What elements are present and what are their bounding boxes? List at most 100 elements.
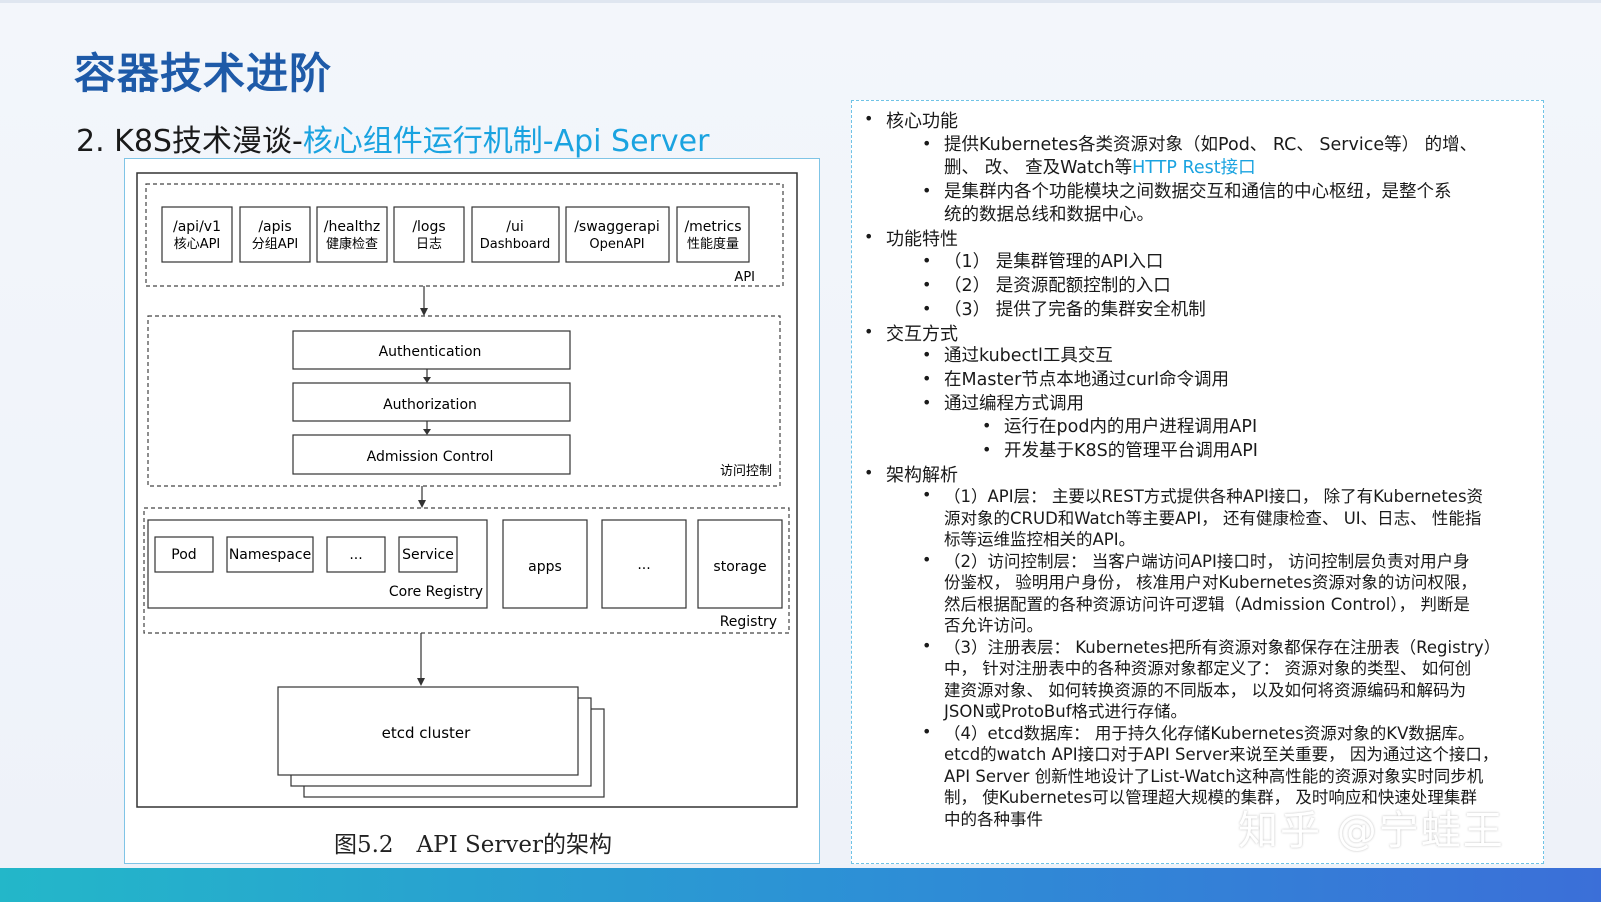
core-box-service-label: Service xyxy=(402,547,454,563)
registry-box-storage: storage xyxy=(697,519,783,609)
core-box-namespace-label: Namespace xyxy=(229,547,311,563)
arch-3-line4: JSON或ProtoBuf格式进行存储。 xyxy=(944,702,1187,721)
admission-control-label: Admission Control xyxy=(367,449,494,465)
architecture-diagram: /api/v1 核心API /apis 分组API /healthz 健康检查 … xyxy=(136,172,798,808)
registry-box-apps-label: apps xyxy=(528,559,562,575)
arch-2-line4: 否允许访问。 xyxy=(944,616,1043,635)
arch-2-line3: 然后根据配置的各种资源访问许可逻辑（Admission Control）， 判断… xyxy=(944,595,1470,614)
arch-4-line3: API Server 创新性地设计了List-Watch这种高性能的资源对象实时… xyxy=(944,767,1484,786)
heading-architecture: 架构解析 xyxy=(886,465,958,486)
bullet: • xyxy=(864,322,874,341)
interaction-3: 通过编程方式调用 xyxy=(944,394,1084,414)
bullet: • xyxy=(922,722,932,741)
subtitle-prefix: 2. K8S技术漫谈- xyxy=(76,124,303,159)
zhihu-watermark: 知乎 @宁蛙王 xyxy=(1238,808,1505,854)
api-box-2: /healthz 健康检查 xyxy=(316,206,388,263)
arch-3-line1: （3）注册表层： Kubernetes把所有资源对象都保存在注册表（Regist… xyxy=(944,638,1501,657)
arch-1-line1: （1）API层： 主要以REST方式提供各种API接口， 除了有Kubernet… xyxy=(944,487,1484,506)
api-box-4-line2: Dashboard xyxy=(480,237,551,252)
bullet: • xyxy=(922,299,932,318)
bullet: • xyxy=(922,275,932,294)
api-box-3-line2: 日志 xyxy=(416,237,442,252)
api-box-1: /apis 分组API xyxy=(239,206,311,263)
bullet: • xyxy=(922,393,932,412)
authorization-box: Authorization xyxy=(292,382,571,422)
cf2-line1: 是集群内各个功能模块之间数据交互和通信的中心枢纽，是整个系 xyxy=(944,182,1452,202)
feature-1: （1） 是集群管理的API入口 xyxy=(944,252,1164,272)
interaction-3b: 开发基于K8S的管理平台调用API xyxy=(1004,441,1258,461)
bottom-accent-bar xyxy=(0,868,1601,902)
arch-4-line4: 制， 使Kubernetes可以管理超大规模的集群， 及时响应和快速处理集群 xyxy=(944,788,1477,807)
interaction-3a: 运行在pod内的用户进程调用API xyxy=(1004,417,1258,437)
api-box-3: /logs 日志 xyxy=(393,206,465,263)
heading-core-function: 核心功能 xyxy=(886,111,958,132)
figure-caption: 图5.2 API Server的架构 xyxy=(333,832,613,858)
access-control-layer xyxy=(147,315,781,487)
bullet: • xyxy=(922,369,932,388)
core-box-namespace: Namespace xyxy=(226,536,314,573)
cf2-line2: 统的数据总线和数据中心。 xyxy=(944,205,1154,225)
api-box-4: /ui Dashboard xyxy=(471,206,560,263)
arrow-head-3 xyxy=(423,429,431,435)
api-box-6-line1: /metrics xyxy=(684,219,741,235)
arch-4-line1: （4）etcd数据库： 用于持久化存储Kubernetes资源对象的KV数据库。 xyxy=(944,724,1475,743)
bullet: • xyxy=(922,485,932,504)
api-box-1-line1: /apis xyxy=(258,219,291,235)
arch-1-line2: 源对象的CRUD和Watch等主要API， 还有健康检查、 UI、日志、 性能指 xyxy=(944,509,1482,528)
api-server-architecture-figure: /api/v1 核心API /apis 分组API /healthz 健康检查 … xyxy=(124,158,820,864)
arch-1-line3: 标等运维监控相关的API。 xyxy=(944,530,1136,549)
arch-2-line2: 份鉴权， 验明用户身份， 核准用户对Kubernetes资源对象的访问权限， xyxy=(944,573,1477,592)
bullet: • xyxy=(922,550,932,569)
cf1-line2-text: 删、 改、 查及Watch等 xyxy=(944,158,1133,178)
heading-interaction: 交互方式 xyxy=(886,324,958,345)
arrow-head-1 xyxy=(420,308,428,316)
admission-control-box: Admission Control xyxy=(292,434,571,475)
authorization-label: Authorization xyxy=(383,397,477,413)
api-box-2-line2: 健康检查 xyxy=(326,236,378,252)
api-box-0-line1: /api/v1 xyxy=(173,219,221,235)
api-box-5: /swaggerapi OpenAPI xyxy=(565,206,670,263)
bullet: • xyxy=(982,440,992,459)
authentication-label: Authentication xyxy=(379,344,482,360)
interaction-2: 在Master节点本地通过curl命令调用 xyxy=(944,370,1230,390)
registry-layer xyxy=(143,507,790,634)
bullet: • xyxy=(922,181,932,200)
core-box-pod-label: Pod xyxy=(171,547,196,563)
top-border xyxy=(0,0,1601,3)
subtitle-highlight: 核心组件运行机制-Api Server xyxy=(302,124,710,159)
api-box-5-line2: OpenAPI xyxy=(589,237,644,252)
cf1-line1: 提供Kubernetes各类资源对象（如Pod、 RC、 Service等） 的… xyxy=(944,135,1478,155)
core-box-ellipsis-label: ... xyxy=(349,547,362,563)
interaction-1: 通过kubectl工具交互 xyxy=(944,346,1113,366)
slide-subtitle: 2. K8S技术漫谈-核心组件运行机制-Api Server xyxy=(76,116,709,160)
bullet: • xyxy=(922,345,932,364)
bullet: • xyxy=(864,109,874,128)
bullet: • xyxy=(922,251,932,270)
core-box-service: Service xyxy=(398,536,458,573)
bullet: • xyxy=(922,636,932,655)
arch-4-line5: 中的各种事件 xyxy=(944,810,1043,829)
bullet: • xyxy=(864,227,874,246)
feature-2: （2） 是资源配额控制的入口 xyxy=(944,276,1171,296)
api-box-1-line2: 分组API xyxy=(252,237,299,252)
core-box-pod: Pod xyxy=(154,536,214,573)
authentication-box: Authentication xyxy=(292,330,571,370)
diagram-frame xyxy=(136,172,798,808)
api-box-6-line2: 性能度量 xyxy=(687,236,739,252)
api-box-5-line1: /swaggerapi xyxy=(574,219,660,235)
arch-2-line1: （2）访问控制层： 当客户端访问API接口时， 访问控制层负责对用户身 xyxy=(944,552,1470,571)
api-layer xyxy=(145,183,784,287)
arch-3-line2: 中， 针对注册表中的各种资源对象都定义了： 资源对象的类型、 如何创 xyxy=(944,659,1472,678)
core-registry-label: Core Registry xyxy=(389,584,483,600)
http-rest-link[interactable]: HTTP Rest接口 xyxy=(1132,158,1256,178)
arrow-head-2 xyxy=(423,377,431,383)
description-panel: • 核心功能 • 提供Kubernetes各类资源对象（如Pod、 RC、 Se… xyxy=(851,100,1544,864)
registry-box-ellipsis-label: ... xyxy=(637,557,650,573)
api-layer-label: API xyxy=(734,270,755,285)
registry-box-ellipsis: ... xyxy=(601,519,687,609)
registry-box-apps: apps xyxy=(502,519,588,609)
access-control-label: 访问控制 xyxy=(720,464,772,479)
slide-title: 容器技术进阶 xyxy=(74,49,333,98)
cf1-line2: 删、 改、 查及Watch等HTTP Rest接口 xyxy=(944,154,1256,179)
registry-box-storage-label: storage xyxy=(713,559,766,575)
